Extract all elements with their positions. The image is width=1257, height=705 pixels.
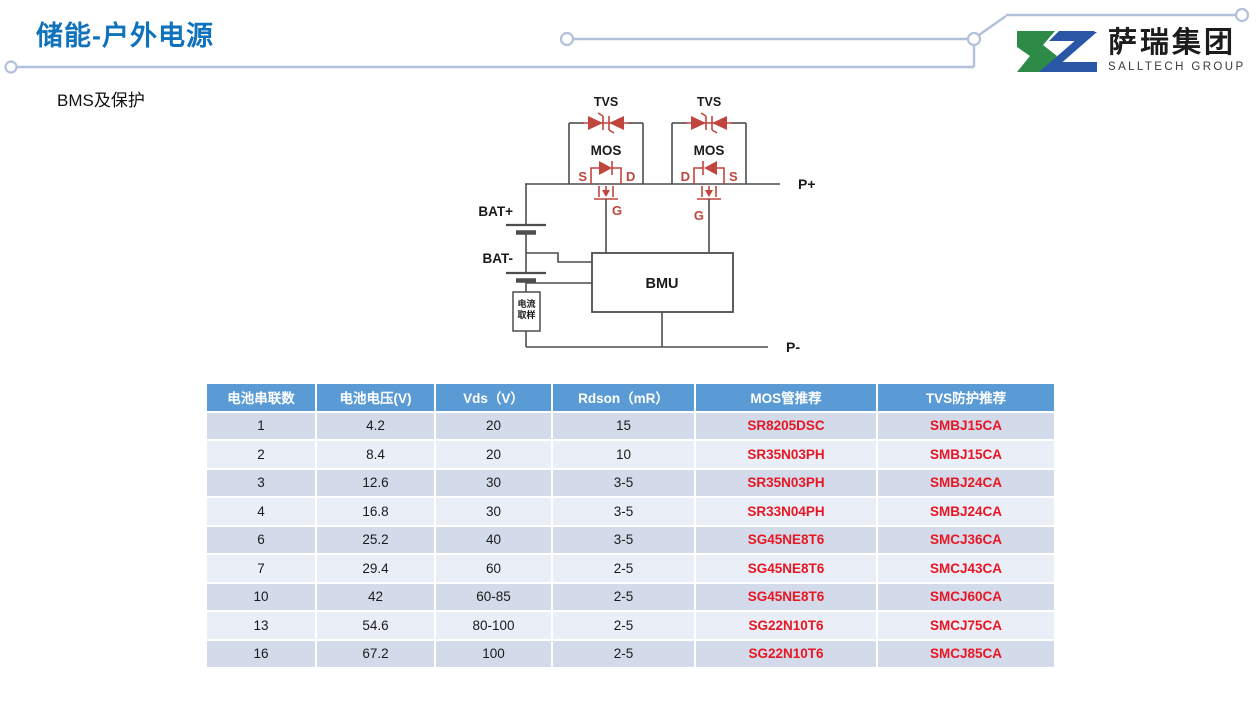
- svg-text:D: D: [626, 169, 635, 184]
- table-cell: 6: [207, 526, 315, 553]
- table-cell: 4.2: [317, 412, 434, 439]
- table-cell: 10: [553, 441, 694, 468]
- section-subtitle: BMS及保护: [57, 91, 145, 110]
- current-sample-box: 电流 取样: [512, 291, 541, 332]
- tvs-diode-left-icon: [582, 112, 630, 134]
- svg-text:G: G: [694, 208, 704, 223]
- table-cell: SG45NE8T6: [696, 526, 876, 553]
- table-cell: SG45NE8T6: [696, 555, 876, 582]
- company-logo: 萨瑞集团 SALLTECH GROUP: [1012, 26, 1246, 76]
- table-cell: 67.2: [317, 640, 434, 667]
- svg-text:电流: 电流: [517, 298, 535, 309]
- svg-text:S: S: [729, 169, 738, 184]
- table-header-cell: 电池串联数: [207, 384, 315, 411]
- table-cell: 60: [436, 555, 551, 582]
- svg-text:S: S: [578, 169, 587, 184]
- table-cell: SR8205DSC: [696, 412, 876, 439]
- table-cell: SMBJ24CA: [878, 498, 1054, 525]
- table-cell: 3-5: [553, 469, 694, 496]
- bat-plus-label: BAT+: [478, 204, 513, 219]
- table-cell: SMBJ15CA: [878, 441, 1054, 468]
- table-cell: 2-5: [553, 640, 694, 667]
- table-cell: SR33N04PH: [696, 498, 876, 525]
- table-cell: 4: [207, 498, 315, 525]
- table-cell: 2-5: [553, 612, 694, 639]
- table-cell: 2-5: [553, 555, 694, 582]
- company-logo-icon: [1017, 31, 1097, 72]
- table-cell: SR35N03PH: [696, 441, 876, 468]
- company-logo-text: 萨瑞集团 SALLTECH GROUP: [1108, 26, 1246, 73]
- table-cell: 25.2: [317, 526, 434, 553]
- bat-minus-label: BAT-: [483, 251, 514, 266]
- bat-minus-sense-wire: [526, 252, 592, 263]
- table-cell: 100: [436, 640, 551, 667]
- svg-text:D: D: [681, 169, 690, 184]
- table-cell: 16: [207, 640, 315, 667]
- table-cell: SMBJ24CA: [878, 469, 1054, 496]
- table-cell: 40: [436, 526, 551, 553]
- bmu-box: BMU: [591, 252, 734, 313]
- table-cell: 13: [207, 612, 315, 639]
- bms-circuit-diagram: P+ TVS MOS S D: [478, 95, 816, 355]
- p-minus-label: P-: [786, 339, 800, 355]
- table-cell: SMBJ15CA: [878, 412, 1054, 439]
- table-cell: SMCJ43CA: [878, 555, 1054, 582]
- table-cell: SMCJ75CA: [878, 612, 1054, 639]
- table-header-cell: Rdson（mR）: [553, 384, 694, 411]
- table-header-cell: MOS管推荐: [696, 384, 876, 411]
- table-cell: SR35N03PH: [696, 469, 876, 496]
- tvs-label-right: TVS: [697, 95, 721, 109]
- table-cell: 54.6: [317, 612, 434, 639]
- table-cell: 29.4: [317, 555, 434, 582]
- table-cell: 3: [207, 469, 315, 496]
- table-cell: 2-5: [553, 583, 694, 610]
- table-cell: 16.8: [317, 498, 434, 525]
- table-cell: 2: [207, 441, 315, 468]
- table-cell: SMCJ60CA: [878, 583, 1054, 610]
- table-header-cell: Vds（V）: [436, 384, 551, 411]
- table-cell: 80-100: [436, 612, 551, 639]
- p-plus-label: P+: [798, 176, 816, 192]
- table-cell: 12.6: [317, 469, 434, 496]
- table-cell: SG22N10T6: [696, 640, 876, 667]
- table-cell: 30: [436, 469, 551, 496]
- table-cell: SG22N10T6: [696, 612, 876, 639]
- table-cell: 20: [436, 441, 551, 468]
- table-cell: 20: [436, 412, 551, 439]
- table-header-cell: TVS防护推荐: [878, 384, 1054, 411]
- table-cell: 8.4: [317, 441, 434, 468]
- page-title: 储能-户外电源: [36, 21, 214, 51]
- table-cell: 10: [207, 583, 315, 610]
- table-cell: 42: [317, 583, 434, 610]
- table-cell: SG45NE8T6: [696, 583, 876, 610]
- table-cell: SMCJ85CA: [878, 640, 1054, 667]
- tvs-label-left: TVS: [594, 95, 618, 109]
- table-header-cell: 电池电压(V): [317, 384, 434, 411]
- mos-label-right: MOS: [694, 143, 725, 158]
- mos-label-left: MOS: [591, 143, 622, 158]
- table-cell: 60-85: [436, 583, 551, 610]
- table-cell: 30: [436, 498, 551, 525]
- table-cell: 7: [207, 555, 315, 582]
- table-cell: SMCJ36CA: [878, 526, 1054, 553]
- table-cell: 3-5: [553, 526, 694, 553]
- mos-box-right: [671, 122, 747, 184]
- table-cell: 15: [553, 412, 694, 439]
- tvs-diode-right-icon: [685, 112, 733, 134]
- table-cell: 3-5: [553, 498, 694, 525]
- mosfet-right-icon: D S G: [681, 161, 738, 223]
- svg-text:G: G: [612, 203, 622, 218]
- svg-text:BMU: BMU: [645, 276, 678, 292]
- company-name-en: SALLTECH GROUP: [1108, 61, 1246, 73]
- mosfet-left-icon: S D G: [578, 161, 635, 218]
- company-name-cn: 萨瑞集团: [1108, 27, 1237, 59]
- svg-text:取样: 取样: [517, 309, 535, 320]
- mos-box-left: [568, 122, 644, 184]
- table-cell: 1: [207, 412, 315, 439]
